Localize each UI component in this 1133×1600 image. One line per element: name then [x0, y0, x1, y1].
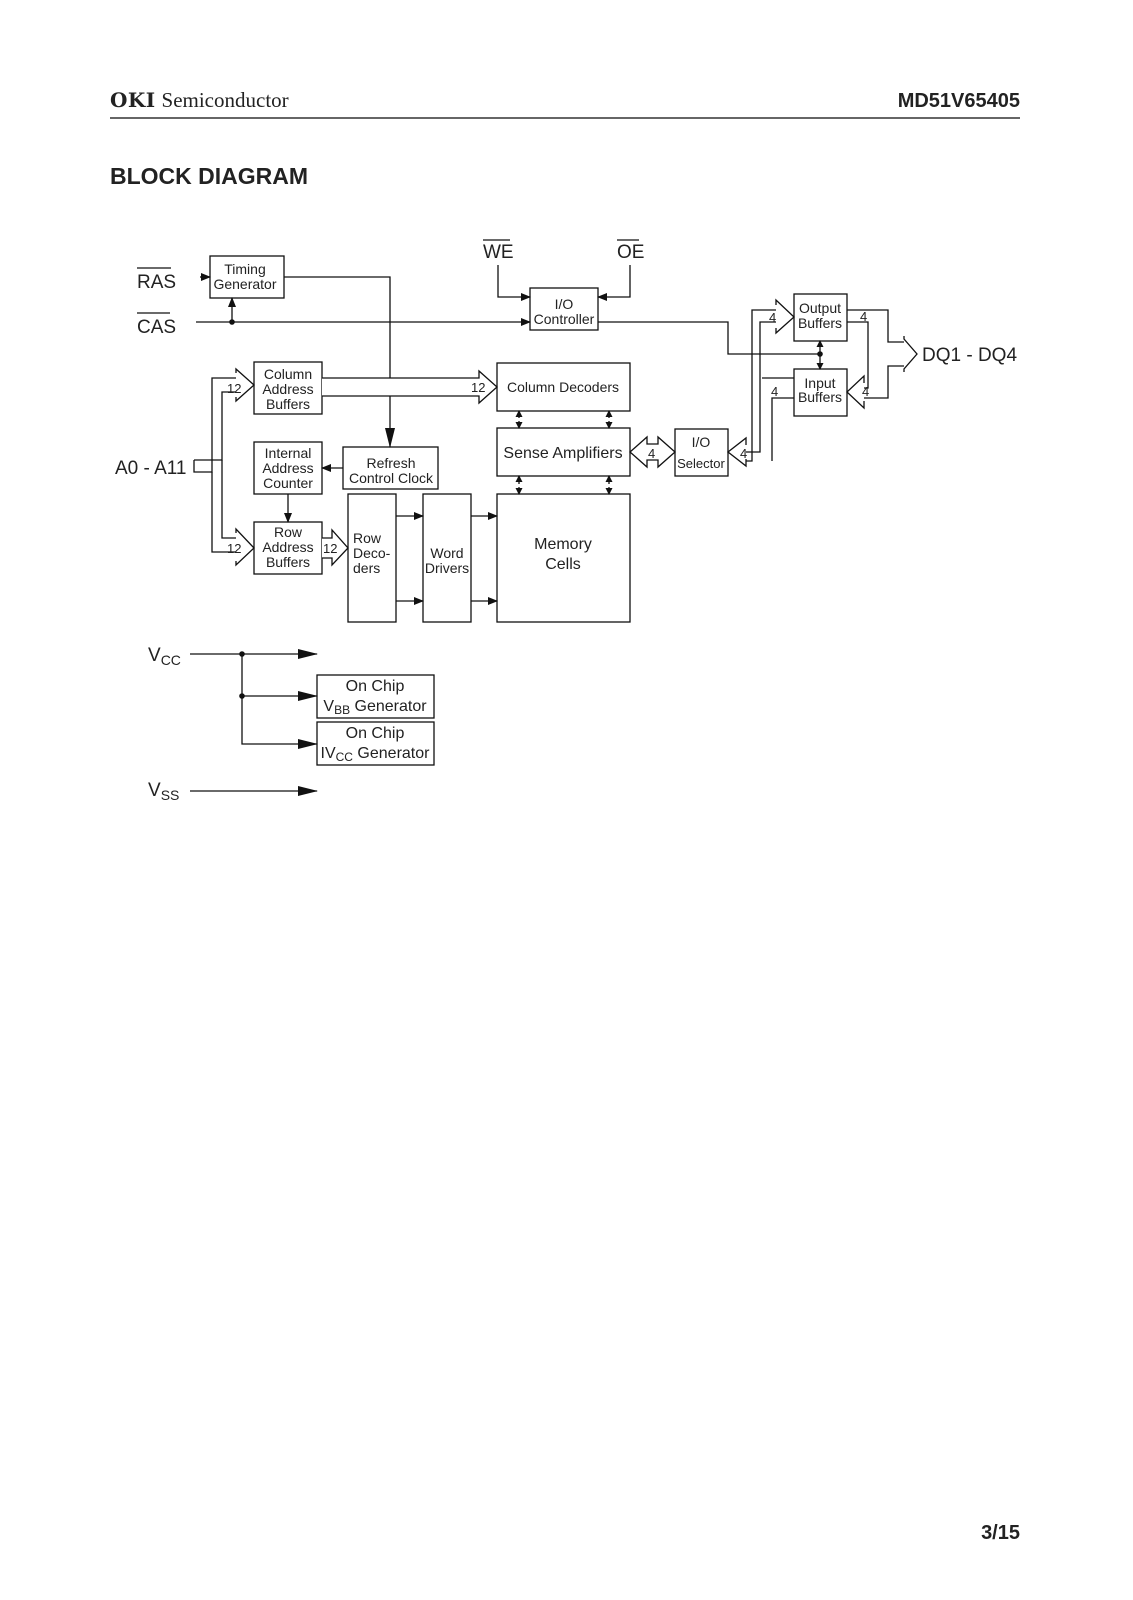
- bus-width-to-output: 4: [769, 310, 776, 325]
- bus-arrow-dq: [903, 336, 918, 372]
- bus-width-selector: 4: [740, 446, 747, 461]
- selector-to-output-bus: [746, 309, 776, 462]
- pin-vcc: VCC: [148, 645, 181, 668]
- io-controller-to-buffers: [598, 321, 820, 355]
- bus-width-addr-col: 12: [227, 381, 241, 396]
- bus-width-sense-selector: 4: [648, 446, 655, 461]
- bus-arrow-output-in: [775, 298, 795, 335]
- bus-arrow-col-dec: [322, 369, 498, 405]
- io-controller-box: [529, 287, 599, 331]
- we-line: [497, 265, 531, 301]
- pin-cas: CAS: [137, 317, 176, 338]
- output-to-dq-bus-b: [847, 321, 869, 389]
- part-number: MD51V65405: [897, 90, 1020, 112]
- junction-dots: [229, 319, 823, 699]
- brand-logo: OKI: [110, 88, 156, 112]
- bus-width-addr-row: 12: [227, 541, 241, 556]
- pin-oe: OE: [617, 242, 644, 263]
- brand-text: Semiconductor: [161, 88, 289, 112]
- bus-arrow-sense-selector: [629, 435, 676, 469]
- bus-arrow-input-in: [846, 374, 865, 410]
- output-to-dq-bus: [847, 309, 904, 343]
- header-rule: [110, 117, 1020, 119]
- bus-width-output-dq: 4: [860, 309, 867, 324]
- pin-vss: VSS: [148, 780, 179, 803]
- pin-we: WE: [483, 242, 514, 263]
- pin-dq: DQ1 - DQ4: [922, 345, 1017, 366]
- label-column-decoders: Column Decoders: [507, 379, 619, 395]
- page-number: 3/15: [981, 1522, 1020, 1544]
- address-bus-inner: [211, 472, 236, 553]
- row-decoders-box: [347, 493, 397, 623]
- oe-line: [597, 265, 631, 301]
- dq-to-input-bus: [864, 365, 904, 399]
- word-drivers-box: [422, 493, 472, 623]
- input-to-selector-bus-b: [771, 397, 794, 461]
- bus-width-row-dec: 12: [323, 541, 337, 556]
- coldec-sense-links: [515, 410, 613, 495]
- pin-address: A0 - A11: [115, 458, 186, 479]
- bus-width-from-input: 4: [771, 384, 778, 399]
- page-title: BLOCK DIAGRAM: [110, 163, 309, 189]
- bus-arrow-selector-in: [726, 436, 747, 468]
- bus-arrow-row-dec: [322, 528, 349, 567]
- header-brand: OKI Semiconductor: [110, 88, 289, 113]
- pin-ras: RAS: [137, 272, 176, 293]
- address-bus-inner2: [194, 391, 236, 461]
- label-sense-amplifiers: Sense Amplifiers: [503, 445, 622, 462]
- bus-width-col-dec: 12: [471, 380, 485, 395]
- vcc-branch: [241, 654, 318, 749]
- bus-arrow-addr-col: [235, 367, 255, 403]
- selector-to-output-bus-b: [746, 321, 776, 453]
- bus-arrow-addr-row: [235, 527, 255, 567]
- memory-cells-box: [496, 493, 631, 623]
- bus-width-dq-input: 4: [862, 384, 869, 399]
- address-bus-inner3: [221, 460, 236, 539]
